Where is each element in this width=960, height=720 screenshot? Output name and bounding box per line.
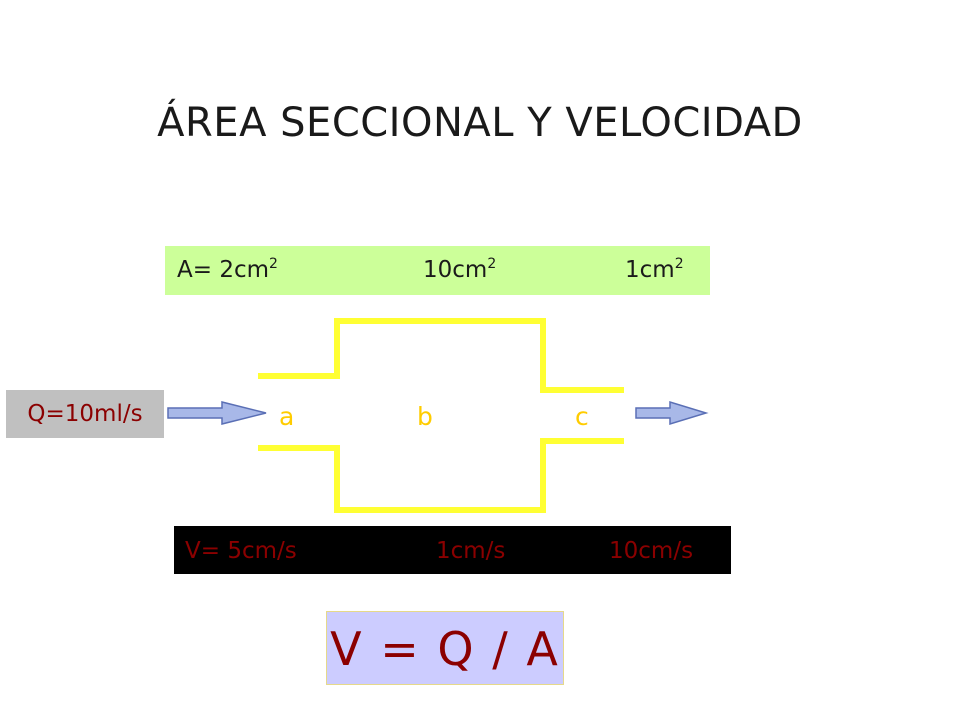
velocity-a: V= 5cm/s	[185, 538, 297, 564]
area-c-exponent: 2	[674, 256, 684, 272]
velocity-c: 10cm/s	[609, 538, 694, 564]
flow-rate-label: Q=10ml/s	[6, 390, 164, 438]
area-a-exponent: 2	[269, 256, 278, 272]
pipe-wall-bottom	[258, 438, 624, 513]
formula-box: V = Q / A	[326, 611, 564, 685]
area-c: 1cm2	[625, 257, 684, 283]
area-values-box: A= 2cm2 10cm2 1cm2	[165, 246, 710, 295]
area-c-base: 1cm	[625, 257, 675, 283]
area-a: A= 2cm2	[177, 257, 278, 283]
outlet-arrow-icon	[635, 400, 709, 426]
segment-label-c: c	[575, 402, 589, 431]
pipe-wall-top	[258, 318, 624, 393]
velocity-values-box: V= 5cm/s 1cm/s 10cm/s	[174, 526, 731, 574]
segment-label-b: b	[417, 402, 433, 431]
segment-label-a: a	[279, 402, 295, 431]
area-b: 10cm2	[423, 257, 496, 283]
area-b-exponent: 2	[487, 256, 497, 272]
area-b-base: 10cm	[423, 257, 488, 283]
inlet-arrow-icon	[167, 401, 267, 425]
page-title: ÁREA SECCIONAL Y VELOCIDAD	[157, 100, 803, 146]
area-a-base: A= 2cm	[177, 257, 269, 283]
velocity-b: 1cm/s	[436, 538, 506, 564]
